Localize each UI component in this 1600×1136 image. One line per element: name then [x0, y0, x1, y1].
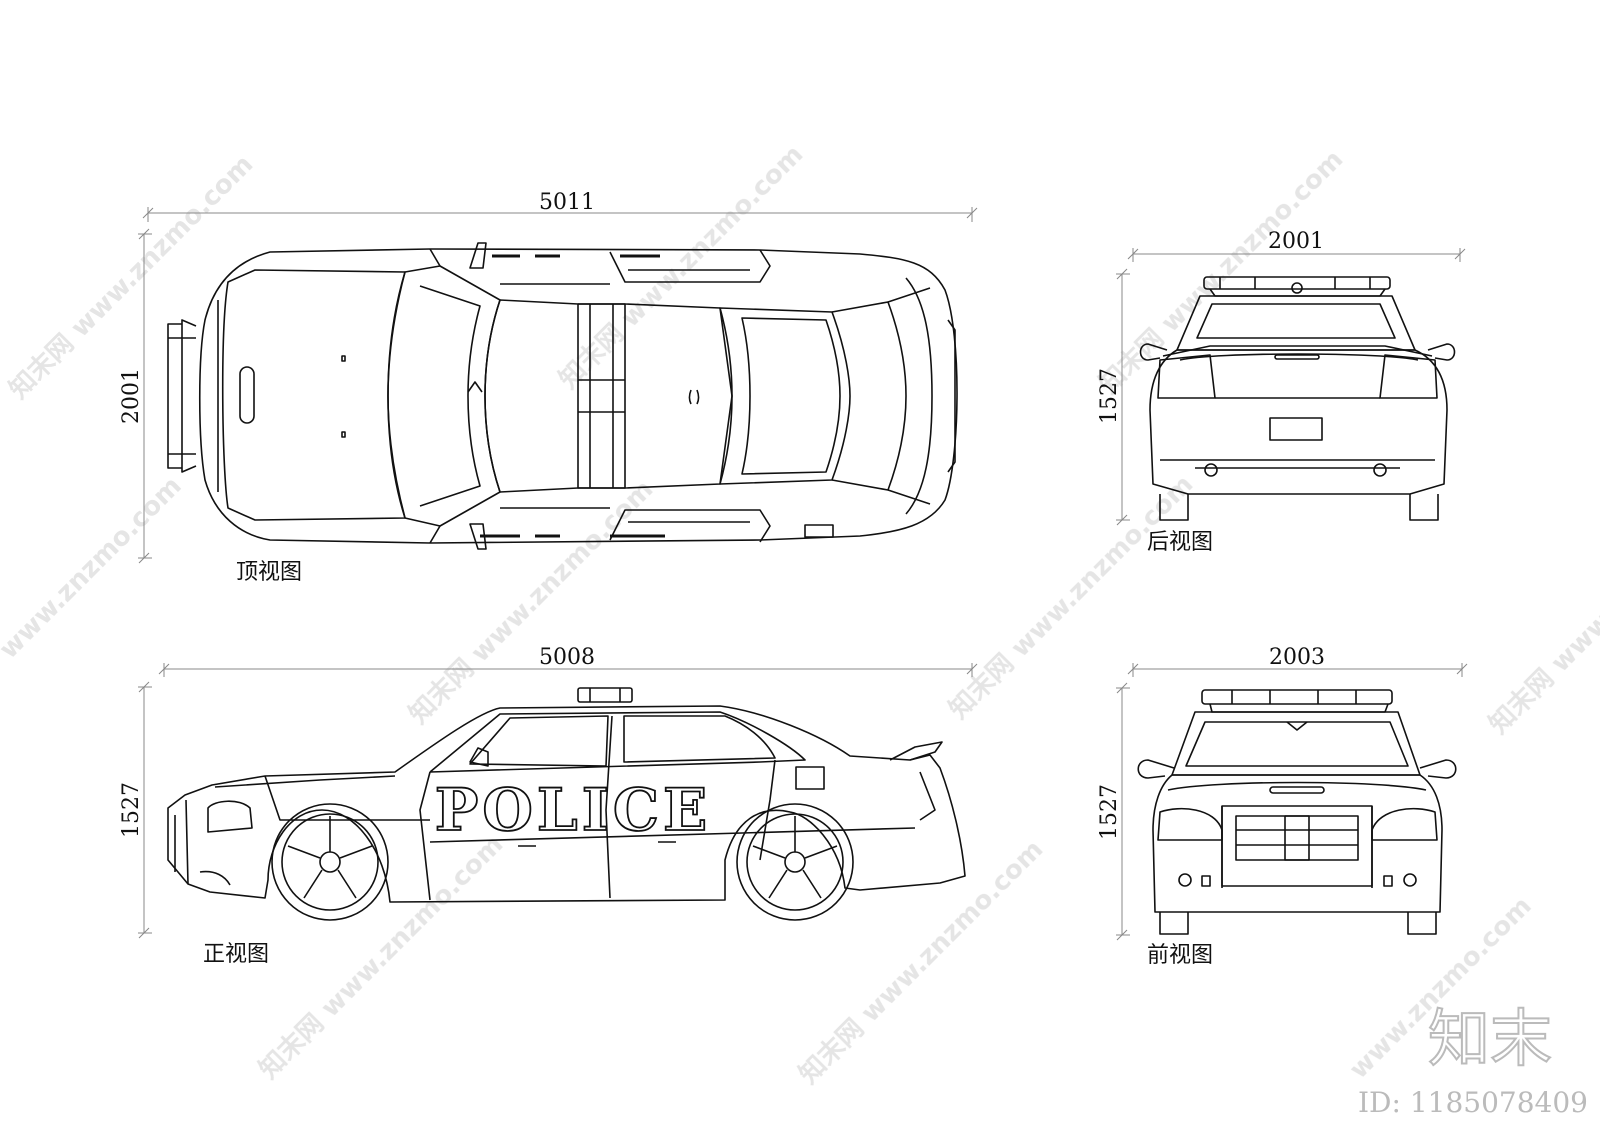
rear-view-car [1139, 276, 1456, 521]
image-id: ID: 1185078409 [1358, 1086, 1588, 1119]
side-view-height-dim: 1527 [119, 782, 144, 838]
police-door-label: POLICE [435, 776, 711, 844]
watermark-text: 知末网 www.znzmo.com [404, 474, 659, 729]
watermark-text: 知末网 www.znzmo.com [944, 469, 1199, 724]
side-view-caption: 正视图 [203, 942, 269, 967]
side-view-width-dim: 5008 [539, 645, 595, 670]
side-view-car [167, 687, 966, 921]
watermark-text: 知末网 www.znzmo.com [254, 829, 509, 1084]
view-captions: 顶视图 后视图 正视图 前视图 [203, 530, 1213, 968]
front-wheel [271, 803, 389, 921]
front-view-height-dim: 1527 [1097, 784, 1122, 840]
rear-view-height-dim: 1527 [1097, 368, 1122, 424]
watermark-text: 知末网 www.znzmo.com [4, 149, 259, 404]
watermark-text: 知末网 www.znzmo.com [794, 834, 1049, 1089]
top-view-car [167, 242, 958, 550]
dimension-labels: 5011 2001 2001 1527 5008 1527 2003 1527 [119, 190, 1325, 840]
watermark-text: www.znzmo.com [0, 471, 188, 665]
watermark-text: 知末网 www.znzmo.com [1094, 144, 1349, 399]
rear-view-width-dim: 2001 [1268, 229, 1324, 254]
rear-wheel [736, 803, 854, 921]
watermark-text: 知末网 www.znzmo.com [554, 139, 809, 394]
top-view-height-dim: 2001 [119, 368, 144, 424]
top-view-caption: 顶视图 [236, 560, 302, 585]
dimension-lines [138, 207, 1468, 941]
brand-logo: 知末 [1428, 1002, 1552, 1075]
rear-view-caption: 后视图 [1147, 530, 1213, 555]
watermark-text: 知末网 www.znzmo.com [1484, 484, 1600, 739]
top-view-width-dim: 5011 [539, 190, 595, 215]
front-view-caption: 前视图 [1147, 943, 1213, 968]
front-view-car [1137, 689, 1457, 935]
front-view-width-dim: 2003 [1269, 645, 1325, 670]
